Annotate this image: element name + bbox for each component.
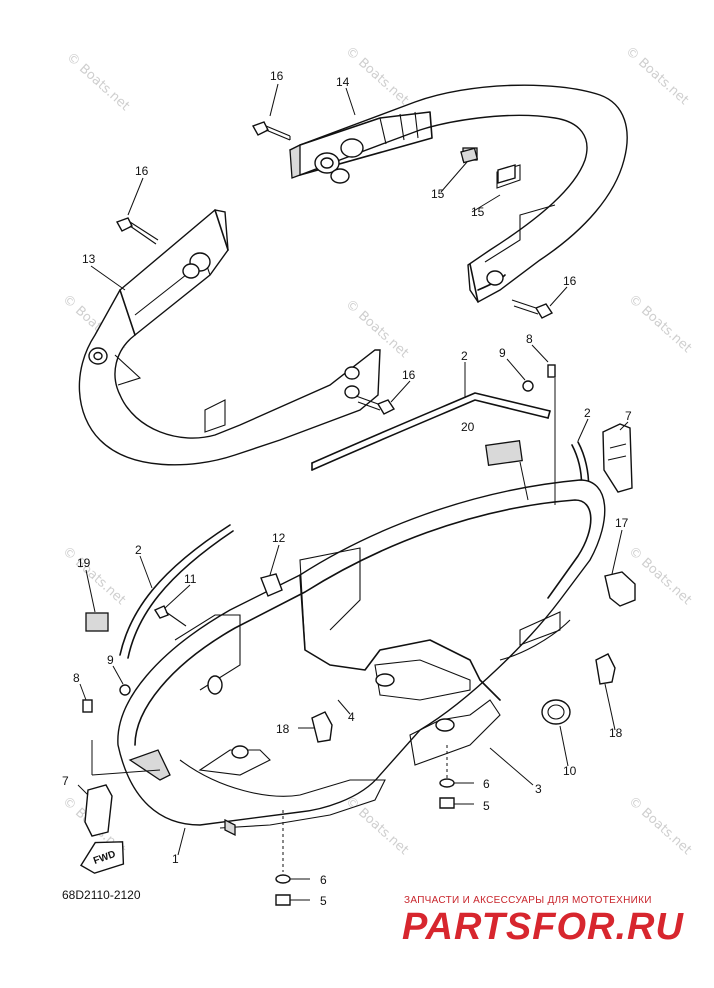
pad-15-a — [460, 147, 479, 164]
callout-2: 2 — [584, 406, 591, 420]
latch-7-left — [84, 784, 113, 837]
label-19 — [85, 612, 109, 632]
callout-3: 3 — [535, 782, 542, 796]
bolt-16-c — [511, 299, 554, 319]
callout-15: 15 — [431, 187, 445, 201]
brand-logo: PARTSFOR.RU — [402, 906, 684, 948]
grommet-12 — [260, 573, 283, 597]
clamp-18-a — [311, 711, 333, 743]
upper-handle-14 — [289, 84, 628, 303]
callout-2: 2 — [461, 349, 468, 363]
callout-5: 5 — [320, 894, 327, 908]
pad-15-b — [497, 164, 516, 184]
label-20 — [485, 439, 523, 467]
callout-13: 13 — [82, 252, 96, 266]
watermark: © Boats.net — [63, 50, 132, 114]
callout-2: 2 — [135, 543, 142, 557]
bolt-16-b — [115, 217, 159, 245]
watermark: © Boats.net — [59, 544, 128, 608]
callout-14: 14 — [336, 75, 350, 89]
callout-16: 16 — [402, 368, 416, 382]
bolt-16-d — [355, 395, 396, 415]
bracket-17 — [604, 571, 636, 607]
plug-10 — [541, 699, 571, 725]
callout-8: 8 — [73, 671, 80, 685]
callout-16: 16 — [563, 274, 577, 288]
callout-10: 10 — [563, 764, 577, 778]
small-parts — [80, 121, 636, 906]
part-code: 68D2110-2120 — [62, 888, 141, 902]
callout-9: 9 — [107, 653, 114, 667]
callout-16: 16 — [135, 164, 149, 178]
callout-18: 18 — [276, 722, 290, 736]
callout-11: 11 — [184, 572, 197, 586]
callout-17: 17 — [615, 516, 629, 530]
callout-4: 4 — [348, 710, 355, 724]
watermark: © Boats.net — [342, 794, 411, 858]
callout-19: 19 — [77, 556, 91, 570]
fwd-arrow — [80, 841, 125, 874]
lower-handle-13 — [78, 209, 381, 466]
watermark: © Boats.net — [625, 292, 694, 356]
watermark: © Boats.net — [625, 794, 694, 858]
callout-7: 7 — [625, 409, 632, 423]
watermark: © Boats.net — [342, 44, 411, 108]
callout-5: 5 — [483, 799, 490, 813]
callout-numbers: 16 14 16 15 15 13 16 16 9 8 2 2 7 20 12 … — [62, 69, 632, 908]
bottom-cowling-1 — [117, 479, 606, 837]
leader-lines — [77, 83, 629, 901]
callout-7: 7 — [62, 774, 69, 788]
callout-1: 1 — [172, 852, 179, 866]
callout-6: 6 — [483, 777, 490, 791]
callout-6: 6 — [320, 873, 327, 887]
brand-tagline: ЗАПЧАСТИ И АКСЕССУАРЫ ДЛЯ МОТОТЕХНИКИ — [404, 895, 652, 906]
bolt-16-a — [251, 121, 291, 141]
callout-8: 8 — [526, 332, 533, 346]
callout-16: 16 — [270, 69, 284, 83]
callout-15: 15 — [471, 205, 485, 219]
callout-12: 12 — [272, 531, 286, 545]
callout-9: 9 — [499, 346, 506, 360]
watermark: © Boats.net — [622, 44, 691, 108]
callout-18: 18 — [609, 726, 623, 740]
clamp-18-b — [595, 653, 616, 685]
callout-20: 20 — [461, 420, 475, 434]
